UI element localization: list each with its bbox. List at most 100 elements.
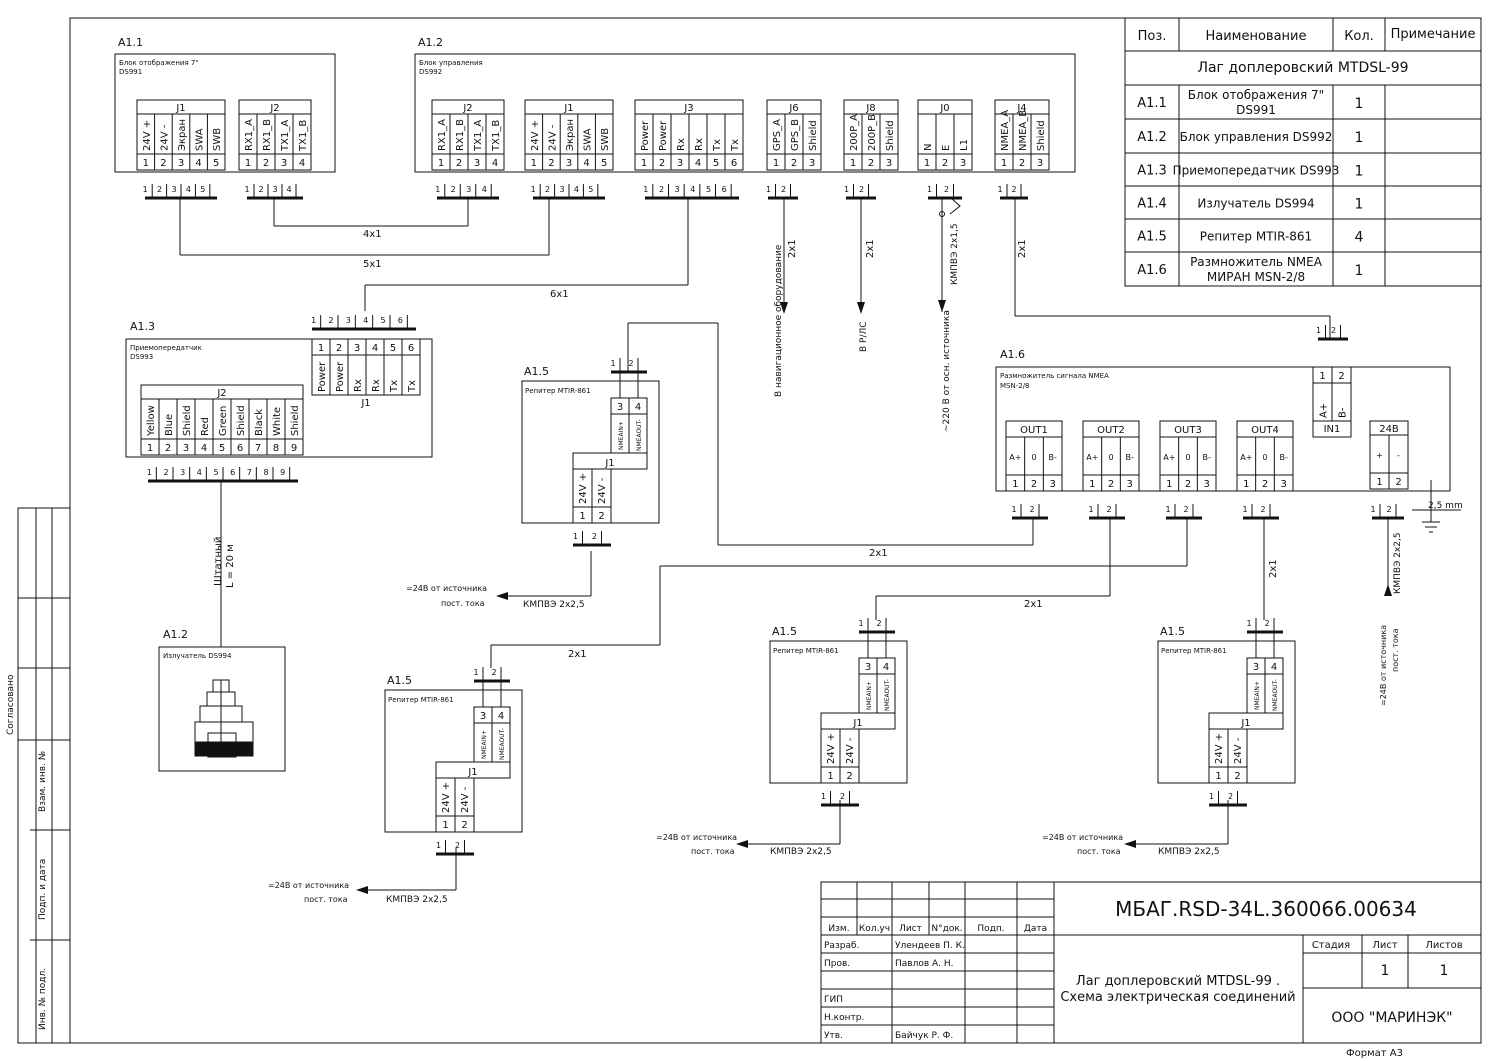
svg-text:+: + [1376,451,1383,460]
side-label-agreed: Согласовано [6,674,16,735]
svg-text:2: 2 [876,619,881,628]
svg-text:24V +: 24V + [578,473,589,504]
svg-text:1: 1 [435,185,440,194]
svg-text:4: 4 [195,158,201,169]
svg-text:NMEAIN+: NMEAIN+ [866,681,873,710]
svg-text:1: 1 [1355,164,1364,180]
svg-text:2: 2 [1262,479,1268,490]
svg-text:3: 3 [183,443,189,454]
svg-text:1: 1 [927,185,932,194]
svg-text:Power: Power [335,361,346,392]
connector-a13-j2: J2Yellow1Blue2Shield3Red4Green5Shield6Bl… [140,384,304,456]
svg-text:Tx: Tx [712,139,723,152]
label-r4-pwr1: =24В от источника [1042,833,1123,842]
repeater-name: Репитер MTIR-861 [525,387,591,395]
svg-text:24V -: 24V - [460,786,471,813]
svg-text:2: 2 [160,158,166,169]
svg-text:7: 7 [255,443,261,454]
svg-text:Кол.уч: Кол.уч [859,924,890,934]
svg-text:Black: Black [254,409,265,436]
svg-text:2: 2 [165,443,171,454]
label-ground: 2,5 mm [1428,501,1463,511]
svg-text:24V +: 24V + [530,120,541,151]
svg-text:6: 6 [237,443,243,454]
svg-text:24V +: 24V + [826,733,837,764]
svg-text:200P_B: 200P_B [867,114,878,151]
svg-text:Shield: Shield [808,120,819,151]
svg-text:0: 0 [1185,453,1190,462]
svg-text:A1.2: A1.2 [1137,130,1167,145]
svg-text:OUT2: OUT2 [1097,425,1125,436]
spec-group: Лаг доплеровский MTDSL-99 [1197,60,1408,76]
svg-text:1: 1 [1246,619,1251,628]
label-5x1: 5x1 [363,259,382,270]
svg-text:3: 3 [1126,479,1132,490]
svg-text:Дата: Дата [1024,924,1047,934]
transducer-icon [194,679,254,758]
svg-text:IN1: IN1 [1324,424,1341,435]
svg-text:Yellow: Yellow [146,405,157,437]
a13-model: DS993 [130,353,153,361]
svg-text:3: 3 [180,468,185,477]
svg-text:A+: A+ [1086,453,1098,462]
label-ac: ~220 В от осн. источника [942,310,952,432]
svg-text:Размножитель NMEA: Размножитель NMEA [1190,255,1323,269]
svg-text:2: 2 [791,158,797,169]
svg-text:2: 2 [336,343,342,354]
label-6x1: 6x1 [550,289,569,300]
svg-text:2: 2 [781,185,786,194]
spec-header-name: Наименование [1205,29,1306,44]
svg-text:1: 1 [1355,263,1364,279]
svg-text:2: 2 [451,185,456,194]
svg-text:3: 3 [1049,479,1055,490]
svg-text:4: 4 [583,158,589,169]
svg-text:OUT3: OUT3 [1174,425,1202,436]
svg-text:Приемопередатчик DS993: Приемопередатчик DS993 [1173,164,1340,178]
svg-text:6: 6 [731,158,737,169]
svg-text:1: 1 [442,820,448,831]
svg-text:NMEAIN+: NMEAIN+ [1254,681,1261,710]
svg-text:1: 1 [318,343,324,354]
svg-text:NMEAIN+: NMEAIN+ [618,421,625,450]
sheet-value: 1 [1381,963,1390,979]
svg-text:TX1_A: TX1_A [473,120,484,152]
svg-text:1: 1 [1166,479,1172,490]
svg-text:J1: J1 [604,458,614,469]
spec-header-qty: Кол. [1344,29,1374,44]
svg-text:OUT1: OUT1 [1020,425,1048,436]
svg-text:Power: Power [658,120,669,151]
a16-pos: A1.6 [1000,348,1025,361]
svg-text:J3: J3 [683,103,693,114]
svg-text:Shield: Shield [236,405,247,436]
svg-text:1: 1 [531,158,537,169]
svg-text:TX1_A: TX1_A [280,120,291,152]
svg-text:A1.5: A1.5 [1137,230,1167,245]
svg-text:3: 3 [354,343,360,354]
svg-text:Лист: Лист [899,924,922,934]
svg-text:Экран: Экран [177,119,188,151]
label-rls: В Р/ЛС [859,321,869,352]
repeater-name: Репитер MTIR-861 [388,696,454,704]
svg-text:J6: J6 [788,103,798,114]
label-r2-pwr1: =24В от источника [268,881,349,890]
svg-text:1: 1 [997,185,1002,194]
label-out2-2x1: 2x1 [1024,599,1043,610]
svg-text:4: 4 [201,443,207,454]
a14-name: Излучатель DS994 [163,652,232,660]
a16-name: Размножитель сигнала NMEA [1000,372,1109,380]
label-j8-2x1: 2x1 [865,239,876,258]
svg-text:Подп.: Подп. [977,924,1004,934]
organization: ООО "МАРИНЭК" [1331,1010,1452,1026]
